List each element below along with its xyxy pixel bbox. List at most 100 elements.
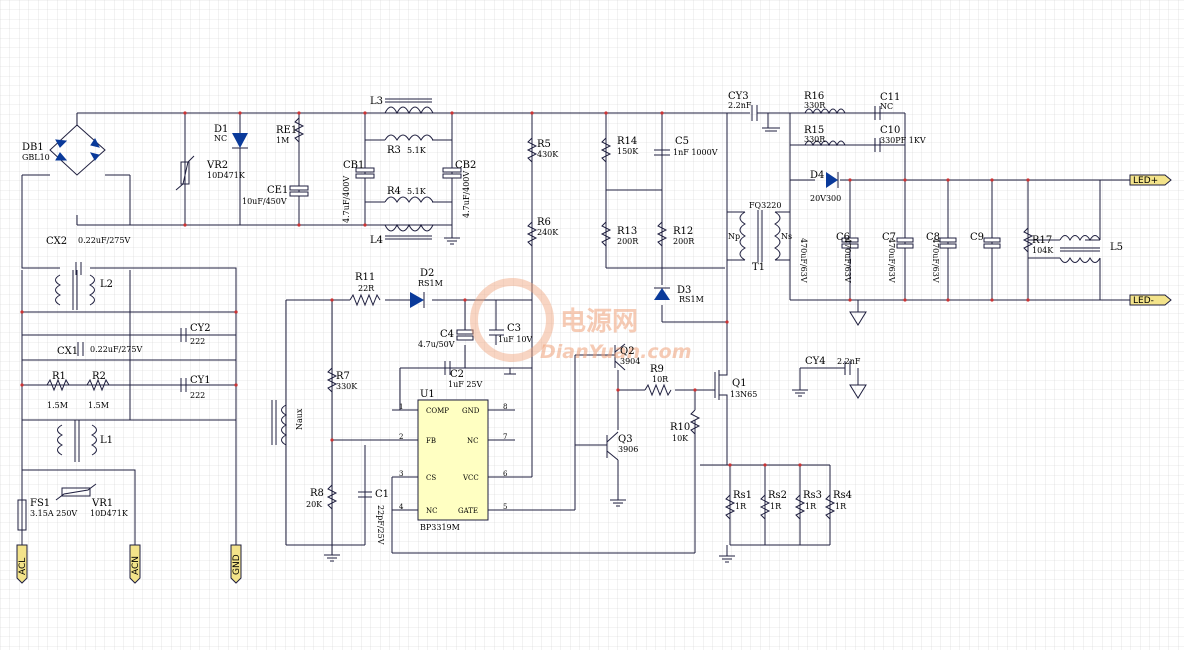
resistor-r16 <box>804 108 846 115</box>
pin-num-3: 3 <box>399 470 403 478</box>
label-acl: ACL <box>18 558 28 575</box>
label-q2: Q2 <box>620 346 635 357</box>
resistor-r2 <box>86 378 110 392</box>
resistor-r17 <box>1022 227 1034 253</box>
label-rs1: Rs1 <box>733 490 752 501</box>
diode-d3 <box>654 287 670 300</box>
value-c11: NC <box>880 102 893 111</box>
pin-gate: GATE <box>458 507 478 515</box>
label-cy1: CY1 <box>190 375 211 386</box>
transistor-q3 <box>606 431 619 461</box>
value-r8: 20K <box>306 500 323 509</box>
capacitor-cy3 <box>751 105 780 132</box>
capacitor-c4 <box>456 329 474 341</box>
label-cy2: CY2 <box>190 323 211 334</box>
value-r16: 330R <box>804 101 826 110</box>
label-naux: Naux <box>295 408 304 430</box>
value-r7: 330K <box>336 382 358 391</box>
value-rs2: 1R <box>770 502 782 511</box>
resistor-r7 <box>326 367 338 393</box>
capacitor-c6 <box>841 237 859 249</box>
resistor-r14 <box>600 137 612 163</box>
value-t1: FQ3220 <box>749 201 781 210</box>
label-c10: C10 <box>880 125 900 136</box>
label-l4: L4 <box>370 235 383 246</box>
value-cy4: 2.2nF <box>837 357 861 366</box>
watermark-en: DianYuan.com <box>540 341 692 363</box>
capacitor-c2 <box>444 361 451 375</box>
label-t1: T1 <box>752 262 765 273</box>
label-d4: D4 <box>810 170 824 181</box>
resistor-r6 <box>526 221 538 247</box>
diode-d4 <box>826 172 839 188</box>
value-d4: 20V300 <box>810 194 841 203</box>
label-rs3: Rs3 <box>803 490 822 501</box>
value-r17: 104K <box>1032 246 1054 255</box>
value-c3: 1uF 10V <box>498 335 533 344</box>
junctions <box>20 111 1030 467</box>
varistor-vr1 <box>55 483 97 501</box>
value-q2: 3904 <box>620 357 640 366</box>
value-ce1: 10uF/450V <box>242 197 287 206</box>
capacitor-c10 <box>874 138 881 152</box>
label-db1: DB1 <box>22 142 44 153</box>
label-c3: C3 <box>507 323 521 334</box>
capacitor-cy1 <box>180 378 187 392</box>
label-np: Np <box>728 232 740 241</box>
label-c9: C9 <box>970 232 984 243</box>
capacitor-cx2 <box>75 262 82 275</box>
transformer-t1 <box>727 210 790 262</box>
fuse-fs1 <box>17 499 27 531</box>
resistor-r8 <box>326 484 338 510</box>
label-gnd: GND <box>232 554 242 575</box>
pin-comp: COMP <box>426 407 449 415</box>
value-cx1: 0.22uF/275V <box>90 345 142 354</box>
varistor-vr2 <box>175 155 195 191</box>
pin-num-5: 5 <box>503 503 507 511</box>
bridge-rectifier-db1 <box>49 124 106 176</box>
capacitor-cx1 <box>77 342 84 356</box>
label-ce1: CE1 <box>267 185 288 196</box>
value-r9: 10R <box>652 375 669 384</box>
watermark: 电源网 DianYuan.com <box>470 278 692 363</box>
value-q1: 13N65 <box>730 390 757 399</box>
label-r12: R12 <box>673 226 693 237</box>
inductor-l3 <box>384 98 434 115</box>
inductor-l5 <box>1028 235 1101 263</box>
pin-num-2: 2 <box>399 433 403 441</box>
resistor-r13 <box>600 221 612 247</box>
value-r12: 200R <box>673 237 695 246</box>
value-c5: 1nF 1000V <box>673 148 718 157</box>
capacitor-cb1 <box>355 167 375 179</box>
resistor-rs4 <box>824 494 836 520</box>
pin-num-8: 8 <box>503 403 507 411</box>
pin-num-4: 4 <box>399 503 404 511</box>
port-led-minus <box>1100 294 1172 306</box>
pin-cs: CS <box>426 474 436 482</box>
label-r10: R10 <box>670 422 690 433</box>
value-rs3: 1R <box>805 502 817 511</box>
label-cy3: CY3 <box>728 91 749 102</box>
label-c7: C7 <box>882 232 896 243</box>
label-r13: R13 <box>617 226 637 237</box>
label-rs2: Rs2 <box>768 490 787 501</box>
value-r2: 1.5M <box>88 401 109 410</box>
capacitor-c8 <box>939 237 957 249</box>
value-r14: 150K <box>617 147 639 156</box>
value-c6: 470uF/63V <box>799 238 808 283</box>
value-vr2: 10D471K <box>207 171 246 180</box>
label-fs1: FS1 <box>30 498 50 509</box>
component-labels: DB1 GBL10 D1 NC VR2 10D471K RE1 1M CE1 1… <box>18 91 1158 575</box>
value-c8: 470uF/63V <box>887 238 896 283</box>
capacitor-c5 <box>654 149 670 156</box>
diode-d1 <box>232 133 248 149</box>
diode-d2 <box>410 292 425 308</box>
label-r1: R1 <box>52 371 66 382</box>
label-r16: R16 <box>804 91 824 102</box>
port-acl <box>16 544 28 584</box>
pin-vcc: VCC <box>462 474 479 482</box>
value-d1: NC <box>214 134 227 143</box>
resistor-rs1 <box>724 494 736 520</box>
